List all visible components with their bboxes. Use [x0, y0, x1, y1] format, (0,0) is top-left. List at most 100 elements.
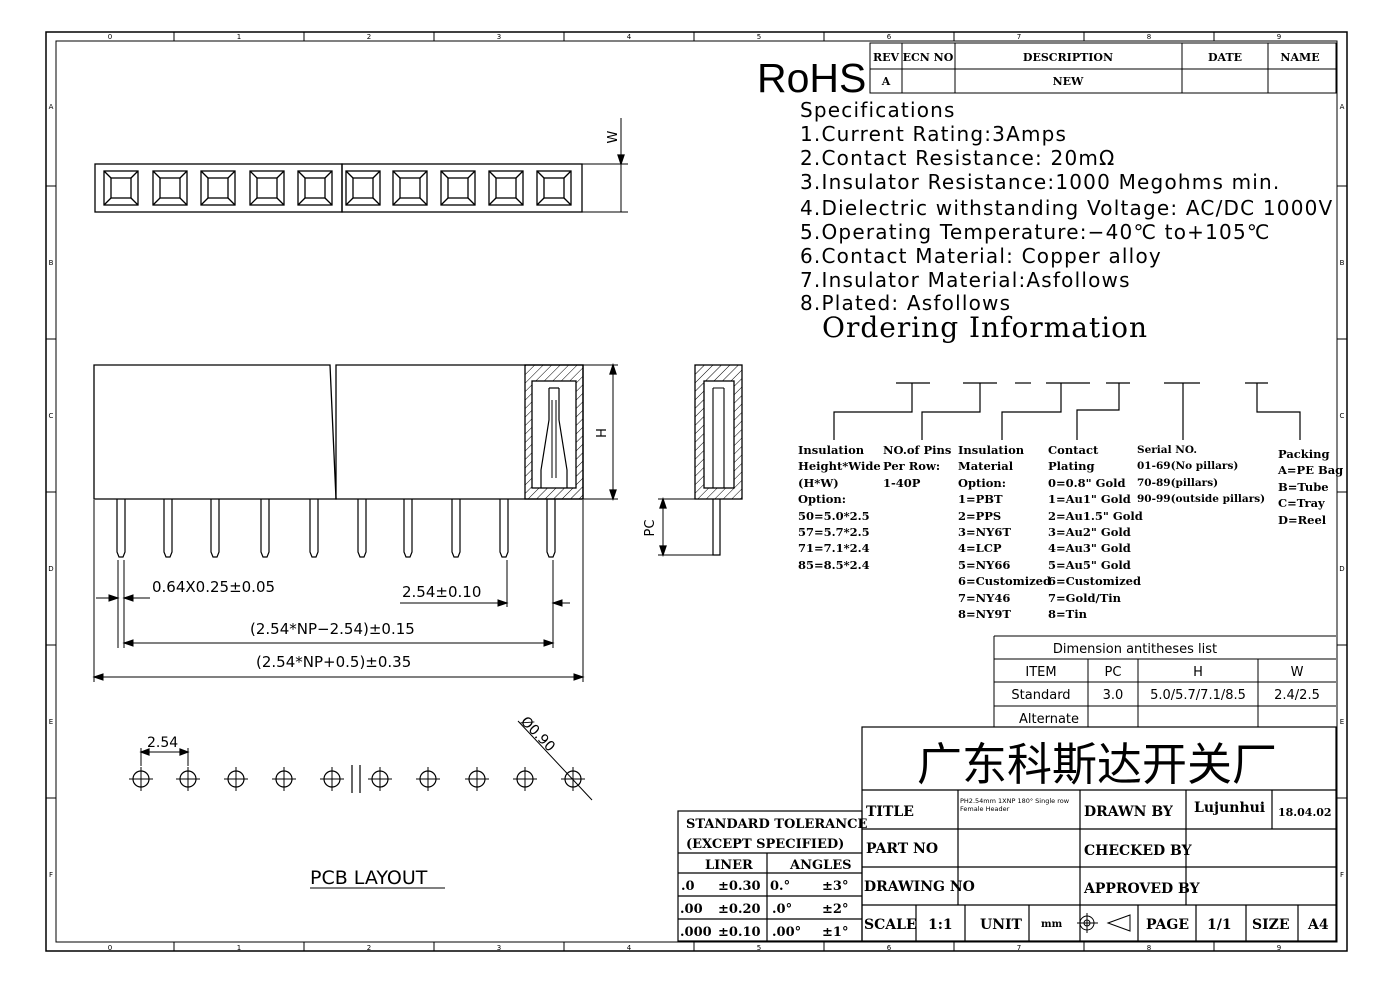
pc-label: PC [643, 520, 658, 537]
contact-window [488, 170, 524, 206]
ordering-option: 0=0.8" Gold [1048, 475, 1126, 490]
row-mark: E [1340, 718, 1344, 726]
scale-label: SCALE [864, 917, 917, 933]
ordering-option: 3=Au2" Gold [1048, 525, 1131, 540]
row-mark: E [49, 718, 53, 726]
pin [309, 499, 319, 558]
col-mark: 3 [497, 944, 501, 952]
spec-item: 5.Operating Temperature:−40℃ to+105℃ [800, 220, 1271, 244]
drawn-by-label: DRAWN BY [1084, 804, 1174, 820]
col-mark: 2 [367, 944, 371, 952]
row-mark: C [1340, 412, 1345, 420]
pcb-hole [320, 767, 344, 791]
row-mark: B [1340, 259, 1345, 267]
ordering-column-serial: Serial NO.01-69(No pillars)70-89(pillars… [1137, 442, 1265, 508]
pitch-dimension: 2.54±0.10 [402, 583, 481, 601]
title-block: 广东科斯达开关厂 TITLE DRAWN BY Lujunhui 18.04.0… [861, 726, 1337, 942]
pin [546, 499, 556, 558]
ordering-option: 1=Au1" Gold [1048, 492, 1131, 507]
pcb-hole [129, 767, 153, 791]
row-mark: D [1339, 565, 1344, 573]
ordering-option: 6=Customized [958, 574, 1052, 589]
rev-header: REV [873, 51, 900, 64]
pin-size-dimension: 0.64X0.25±0.05 [152, 578, 275, 596]
ordering-option: Option: [958, 475, 1007, 490]
tolerance-title: STANDARD TOLERANCE [686, 817, 867, 832]
w-label: W [606, 130, 621, 143]
ordering-option: 7=Gold/Tin [1048, 590, 1122, 605]
checked-by-label: CHECKED BY [1084, 843, 1193, 859]
side-view [658, 364, 743, 558]
dim-list-title: Dimension antitheses list [1053, 642, 1217, 657]
col-mark: 8 [1147, 33, 1151, 41]
tol-cell: .00 [680, 902, 703, 917]
dim-list-cell: 2.4/2.5 [1274, 688, 1320, 703]
col-mark: 5 [757, 33, 761, 41]
col-mark: 9 [1277, 944, 1281, 952]
pcb-hole [224, 767, 248, 791]
page-value: 1/1 [1207, 917, 1232, 933]
company-name: 广东科斯达开关厂 [917, 738, 1277, 791]
top-view [94, 118, 628, 213]
tol-cell: .0° [772, 902, 792, 917]
tolerance-table: STANDARD TOLERANCE (EXCEPT SPECIFIED) LI… [677, 810, 867, 942]
ordering-option: Option: [798, 492, 847, 507]
page-label: PAGE [1146, 917, 1189, 933]
ordering-option: 70-89(pillars) [1137, 476, 1219, 489]
col-mark: 9 [1277, 33, 1281, 41]
pcb-layout-caption: PCB LAYOUT [310, 867, 428, 889]
scale-value: 1:1 [928, 917, 953, 933]
pcb-pitch: 2.54 [147, 735, 178, 751]
ordering-option: Serial NO. [1137, 444, 1198, 456]
pin [499, 499, 509, 558]
row-mark: A [1340, 103, 1345, 111]
pin [163, 499, 173, 558]
ordering-option: 71=7.1*2.4 [798, 541, 870, 556]
ordering-option: 57=5.7*2.5 [798, 525, 870, 540]
col-mark: 5 [757, 944, 761, 952]
description-value: NEW [1053, 75, 1084, 88]
tolerance-subtitle: (EXCEPT SPECIFIED) [686, 837, 844, 852]
ordering-option: 2=PPS [958, 508, 1002, 523]
col-mark: 4 [627, 33, 632, 41]
drawn-date: 18.04.02 [1278, 806, 1332, 819]
rohs-mark: RoHS [757, 55, 866, 101]
tol-cell: ±0.10 [718, 925, 761, 940]
size-value: A4 [1307, 917, 1329, 933]
contact-window [103, 170, 139, 206]
ordering-code-diagram [833, 382, 1301, 440]
part-no-label: PART NO [866, 841, 938, 857]
contact-window [536, 170, 572, 206]
row-mark: F [49, 871, 53, 879]
dim-list-header: PC [1105, 665, 1122, 680]
row-mark: F [1340, 871, 1344, 879]
drawing-frame [45, 31, 1348, 952]
ordering-option: 85=8.5*2.4 [798, 557, 870, 572]
ordering-title: Ordering Information [822, 311, 1149, 344]
tol-cell: ±0.20 [718, 902, 761, 917]
pcb-hole [176, 767, 200, 791]
dim-list-cell: Alternate [1019, 712, 1079, 727]
ordering-option: Insulation [798, 443, 865, 457]
title-label: TITLE [866, 804, 914, 820]
name-header: NAME [1280, 51, 1319, 64]
ordering-option: 1-40P [883, 475, 921, 490]
specifications-title: Specifications [800, 98, 956, 122]
pin [116, 499, 126, 558]
ordering-option: Height*Wide [798, 459, 881, 474]
col-mark: 3 [497, 33, 501, 41]
ordering-option: D=Reel [1278, 512, 1327, 527]
overall-dimension: (2.54*NP+0.5)±0.35 [256, 653, 411, 671]
ordering-option: 5=NY66 [958, 557, 1011, 572]
tol-cell: .000 [680, 925, 712, 940]
contact-window [152, 170, 188, 206]
unit-value: mm [1041, 919, 1063, 930]
contact-window [297, 170, 333, 206]
pin [451, 499, 461, 558]
pin [210, 499, 220, 558]
tol-cell: .0 [681, 879, 695, 894]
